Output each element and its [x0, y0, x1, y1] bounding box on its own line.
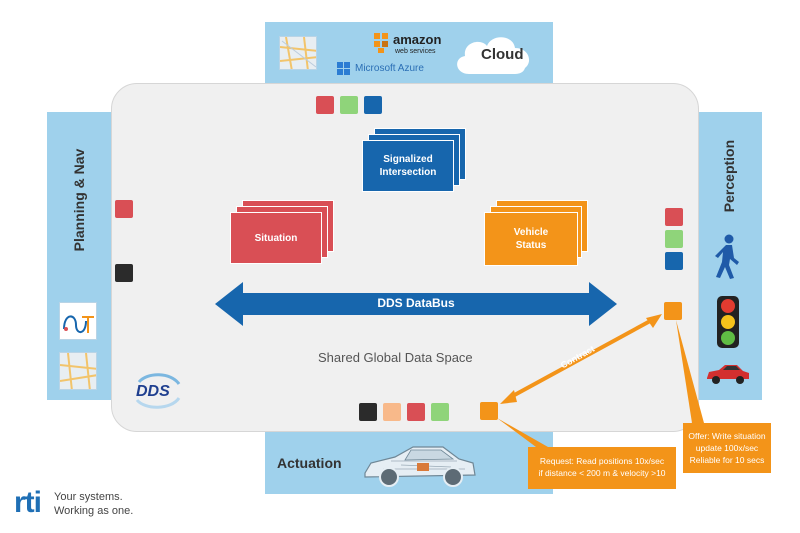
traffic-light-icon [717, 296, 739, 348]
aws-logo: amazon web services [373, 30, 443, 60]
request-note: Request: Read positions 10x/sec if dista… [528, 447, 676, 489]
actuation-peach-square [383, 403, 401, 421]
actuation-label: Actuation [277, 455, 342, 471]
dds-swoosh-icon [135, 373, 181, 409]
signalized-intersection-label: Signalized Intersection [362, 140, 454, 192]
planning-black-square [115, 264, 133, 282]
red-car-icon [707, 365, 749, 384]
rti-tagline-2: Working as one. [54, 505, 134, 517]
perception-red-square [665, 208, 683, 226]
request-line-1: Request: Read positions 10x/sec [539, 456, 665, 466]
cloud-red-square [316, 96, 334, 114]
perception-green-square [665, 230, 683, 248]
yellow-light [721, 315, 735, 329]
dds-databus-arrow [215, 282, 617, 326]
planning-panel: Planning & Nav [47, 112, 111, 400]
shared-space-label: Shared Global Data Space [318, 350, 473, 365]
perception-blue-square [665, 252, 683, 270]
cloud-panel: amazon web services Microsoft Azure Clou… [265, 22, 553, 84]
planning-red-square [115, 200, 133, 218]
dds-logo-label: DDS [136, 383, 170, 400]
car-xray-icon [364, 446, 476, 487]
aws-cubes-icon [374, 33, 388, 53]
actuation-red-square [407, 403, 425, 421]
azure-label: Microsoft Azure [355, 63, 424, 74]
map-thumbnail-icon [59, 352, 97, 390]
red-light [721, 299, 735, 313]
offer-callout-pointer [676, 320, 704, 423]
actuation-black-square [359, 403, 377, 421]
dds-logo: DDS [133, 370, 183, 412]
actuation-green-square [431, 403, 449, 421]
actuation-panel: Actuation [265, 431, 553, 494]
dds-databus-label: DDS DataBus [377, 296, 455, 310]
green-light [721, 331, 735, 345]
offer-line-2: update 100x/sec [695, 443, 759, 453]
cloud-label: Cloud [481, 46, 524, 63]
windows-icon [337, 62, 350, 75]
cloud-blue-square [364, 96, 382, 114]
situation-label: Situation [230, 212, 322, 264]
rti-wordmark: rti [14, 486, 42, 519]
request-line-2: if distance < 200 m & velocity >10 [538, 468, 666, 478]
offer-note: Offer: Write situation update 100x/sec R… [683, 423, 771, 473]
offer-line-1: Offer: Write situation [688, 431, 766, 441]
aws-line1: amazon [393, 32, 442, 47]
vehicle-status-topic: Vehicle Status [484, 200, 588, 266]
map-thumbnail-icon [279, 36, 317, 70]
request-callout-pointer [497, 418, 548, 447]
rti-logo: rti Your systems. Working as one. [14, 486, 154, 526]
azure-logo: Microsoft Azure [337, 62, 447, 76]
cloud-green-square [340, 96, 358, 114]
contract-arrow [500, 314, 662, 404]
vehicle-status-label: Vehicle Status [484, 212, 578, 266]
situation-topic: Situation [230, 200, 334, 264]
perception-orange-square [664, 302, 682, 320]
aws-line2: web services [395, 48, 436, 55]
perception-panel: Perception [697, 112, 762, 400]
offer-line-3: Reliable for 10 secs [689, 455, 765, 465]
rti-tagline-1: Your systems. [54, 491, 123, 503]
pedestrian-icon [715, 234, 739, 279]
signalized-intersection-topic: Signalized Intersection [362, 128, 466, 192]
actuation-orange-square [480, 402, 498, 420]
route-thumbnail-icon [59, 302, 97, 340]
cloud-icon [457, 37, 530, 74]
